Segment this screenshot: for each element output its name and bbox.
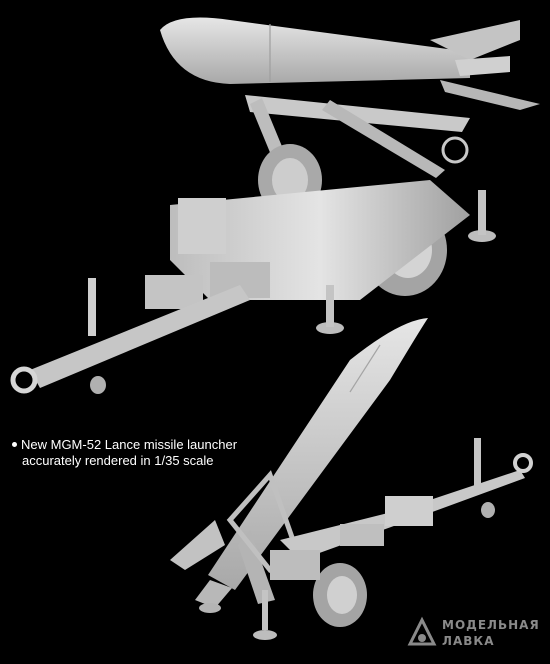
launcher-top-view [10,17,540,394]
watermark-text-2: ЛАВКА [442,634,495,648]
caption: New MGM-52 Lance missile launcher accura… [12,437,237,469]
launcher-bottom-view [170,318,533,640]
missile-top [160,17,540,110]
bullet-icon [12,442,17,448]
watermark-logo-icon [407,616,437,646]
missile-bottom [170,318,428,608]
caption-line-2: accurately rendered in 1/35 scale [22,453,214,468]
caption-line-1: New MGM-52 Lance missile launcher [21,437,238,452]
watermark-text-1: МОДЕЛЬНАЯ [442,618,540,632]
watermark: МОДЕЛЬНАЯ ЛАВКА [406,614,539,654]
